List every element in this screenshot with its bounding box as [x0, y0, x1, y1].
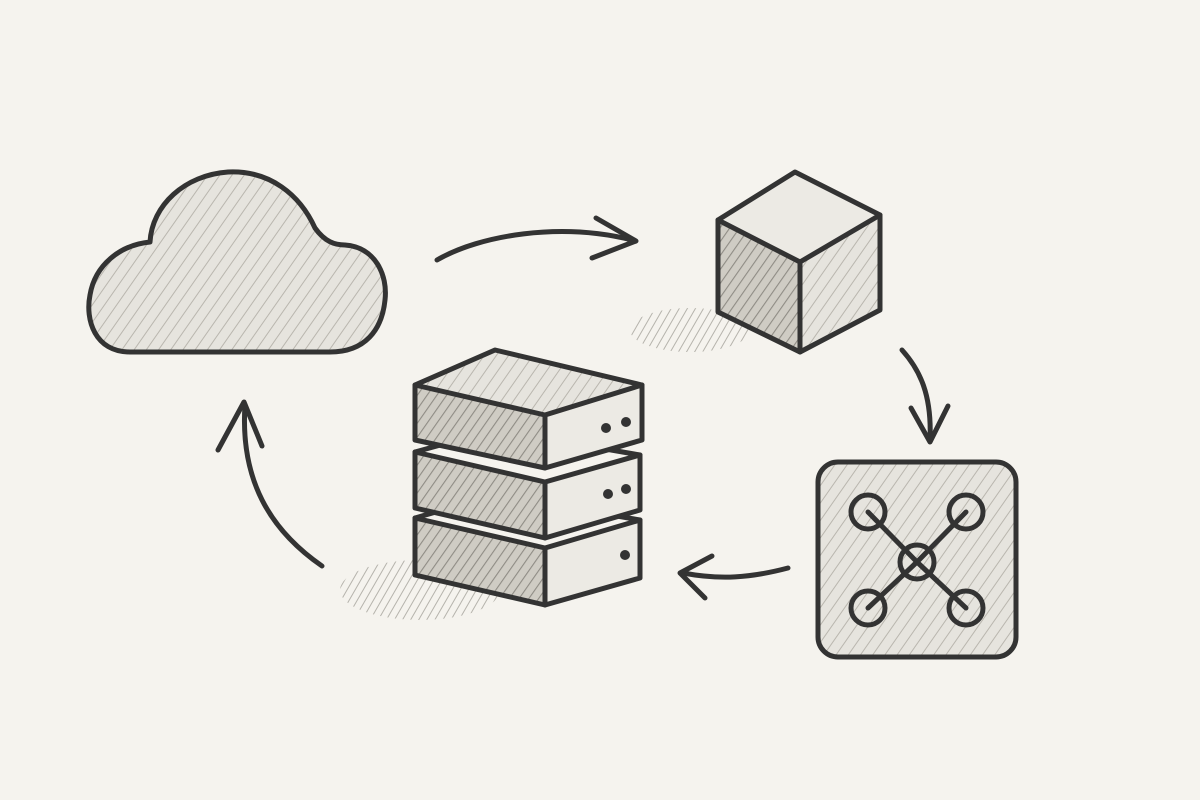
server-node	[340, 347, 645, 620]
arrow-network-to-server	[677, 553, 791, 601]
server-unit-top	[412, 347, 645, 471]
cloud-node	[86, 169, 388, 355]
cube-icon	[715, 169, 883, 355]
arrow-server-to-cloud	[215, 399, 325, 569]
network-hub-icon	[848, 492, 986, 628]
network-node	[815, 459, 1019, 660]
server-stack-icon	[412, 347, 645, 608]
container-node	[630, 169, 883, 355]
cloud-icon	[86, 169, 388, 355]
cube-shadow	[630, 308, 750, 352]
arrow-container-to-network	[899, 347, 951, 445]
arrow-cloud-to-container	[434, 215, 639, 263]
